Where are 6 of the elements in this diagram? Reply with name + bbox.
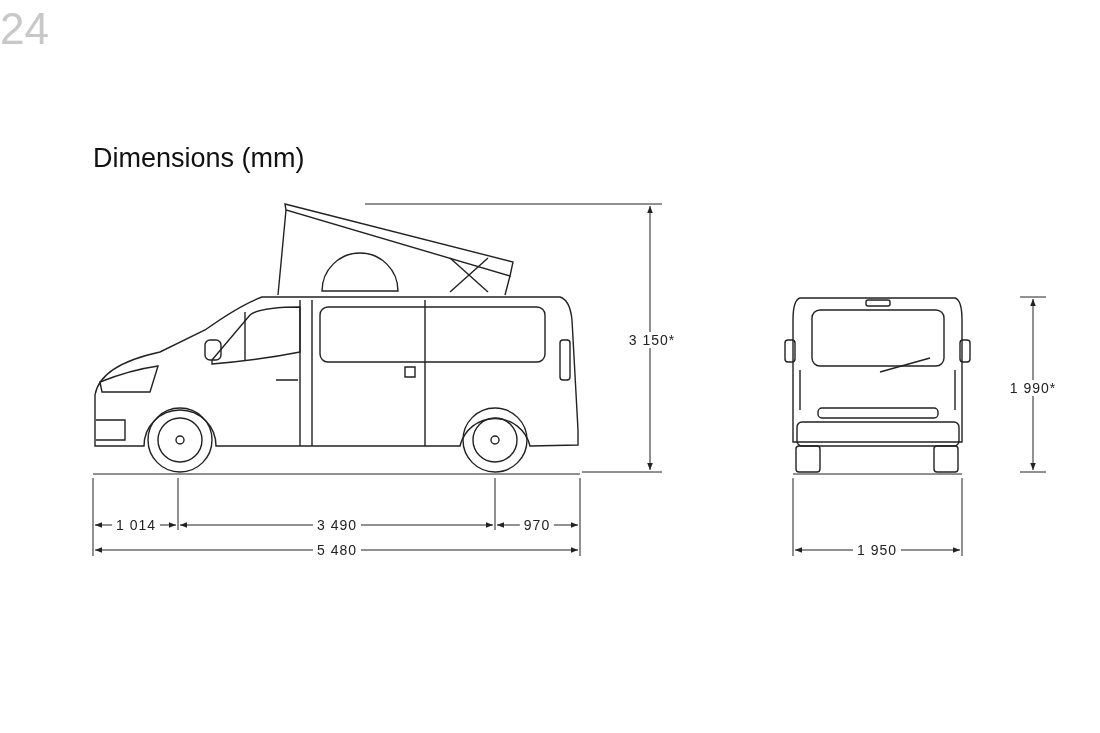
title: Dimensions (mm) [93,143,305,174]
dimension-label: 1 950 [853,542,901,558]
dimension-label: 3 490 [313,517,361,533]
dimension-label: 1 014 [112,517,160,533]
dimension-label: 970 [519,517,555,533]
dimension-label: 5 480 [313,542,361,558]
